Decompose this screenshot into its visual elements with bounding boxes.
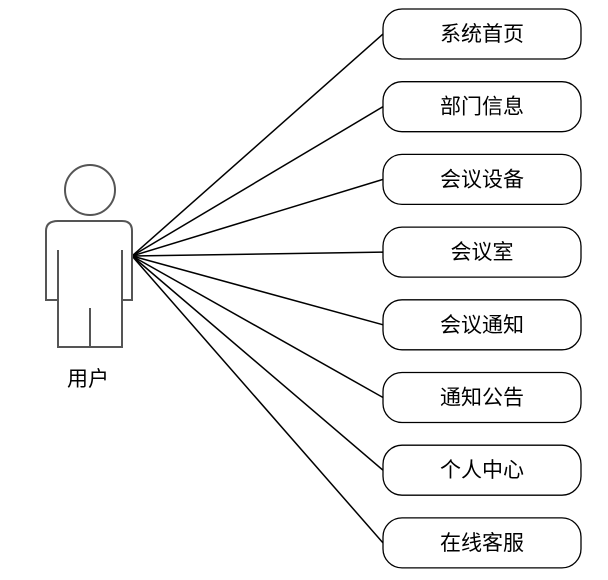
actor-body <box>45 220 133 348</box>
use-case-label: 会议通知 <box>440 313 524 337</box>
use-case-label: 在线客服 <box>440 531 524 555</box>
connector-line <box>131 106 384 257</box>
connector-line <box>131 255 384 326</box>
use-case-box <box>382 517 582 569</box>
use-case-node: 会议通知 <box>382 299 582 351</box>
use-case-node: 在线客服 <box>382 517 582 569</box>
connector-line <box>131 33 384 257</box>
actor-user: 用户 <box>45 164 133 391</box>
use-case-node: 个人中心 <box>382 444 582 496</box>
use-case-label: 个人中心 <box>440 458 524 482</box>
use-case-node: 通知公告 <box>382 371 582 424</box>
use-case-node: 会议设备 <box>382 153 582 206</box>
use-case-node: 系统首页 <box>382 8 582 60</box>
connector-group <box>131 33 384 544</box>
use-case-label: 系统首页 <box>440 22 524 46</box>
use-case-box <box>382 8 582 60</box>
use-case-label: 会议室 <box>451 240 514 264</box>
use-case-box <box>382 226 582 278</box>
use-case-node: 部门信息 <box>382 81 582 133</box>
use-case-box <box>382 371 582 424</box>
use-case-node: 会议室 <box>382 226 582 278</box>
actor-head <box>64 164 116 216</box>
use-case-box <box>382 444 582 496</box>
use-case-box <box>382 81 582 133</box>
connector-line <box>131 255 384 544</box>
use-case-label: 会议设备 <box>440 167 524 191</box>
connector-line <box>131 178 384 257</box>
connector-line <box>131 251 384 257</box>
use-case-label: 通知公告 <box>440 386 524 410</box>
use-case-box <box>382 299 582 351</box>
use-case-label: 部门信息 <box>440 95 524 119</box>
actor-label: 用户 <box>67 367 109 391</box>
use-case-box <box>382 153 582 206</box>
connector-line <box>131 255 384 471</box>
connector-line <box>131 255 384 399</box>
